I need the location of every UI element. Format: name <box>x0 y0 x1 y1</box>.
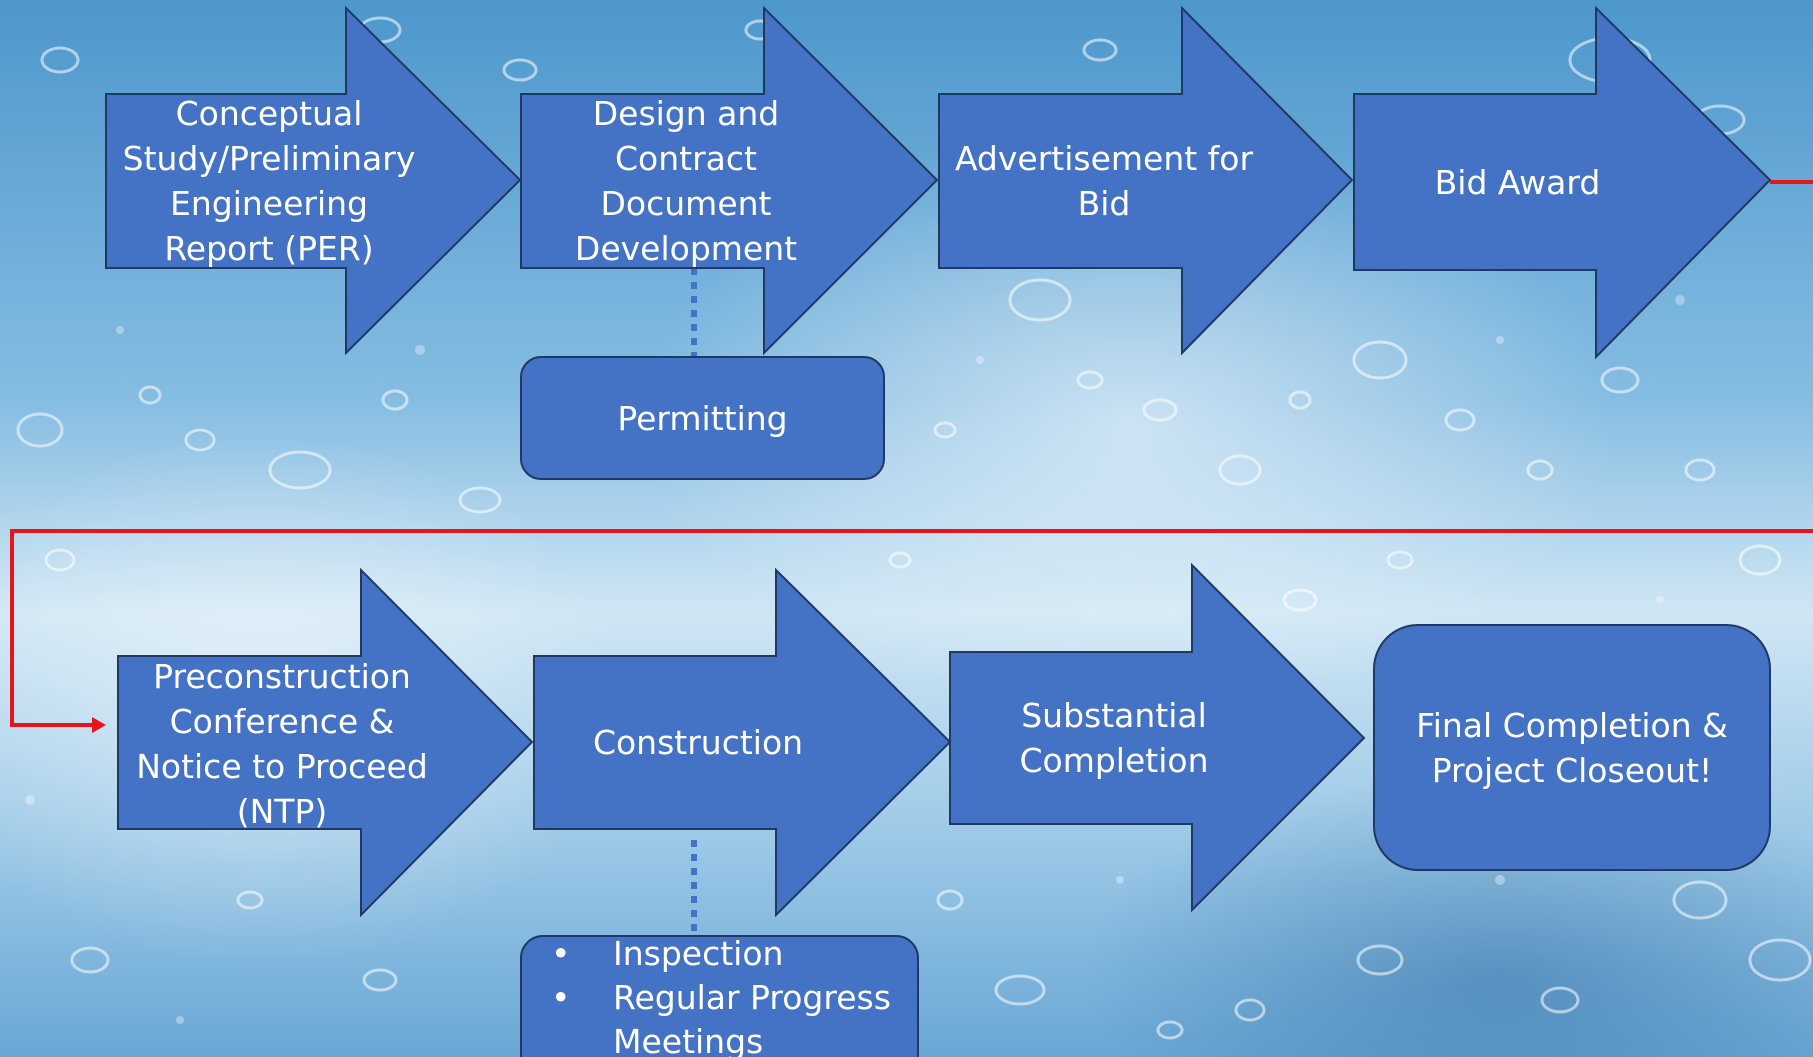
step-arrow-preconstruction <box>117 567 534 918</box>
final-completion-label: Final Completion & Project Closeout! <box>1416 705 1728 790</box>
step-label-substantial-completion: Substantial Completion <box>1019 696 1209 780</box>
step-label-preconstruction: Preconstruction Conference & Notice to P… <box>136 656 428 831</box>
step-label-construction: Construction <box>592 723 804 762</box>
final-completion-box-shape <box>1373 624 1771 871</box>
construction-task-item: Inspection <box>529 932 918 976</box>
step-arrow-design-contract <box>520 5 939 356</box>
construction-tasks-list: Inspection Regular Progress Meetings <box>529 932 918 1057</box>
step-label-bid-award: Bid Award <box>1434 162 1601 202</box>
step-arrow-substantial-completion <box>949 562 1366 913</box>
step-arrow-construction <box>533 567 952 918</box>
construction-task-item: Regular Progress Meetings <box>529 976 918 1057</box>
permitting-box-shape <box>520 356 885 480</box>
step-arrow-conceptual-study <box>105 5 522 356</box>
flow-arrowhead <box>92 717 106 733</box>
flow-return-line <box>10 529 1813 727</box>
step-arrow-bid-award <box>1353 5 1772 360</box>
permitting-label: Permitting <box>617 398 788 438</box>
step-arrow-advertisement <box>938 5 1354 356</box>
step-label-advertisement: Advertisement for Bid <box>954 139 1254 223</box>
step-label-conceptual-study: Conceptual Study/Preliminary Engineering… <box>122 94 416 268</box>
step-label-design-contract: Design and Contract Document Development <box>574 94 798 268</box>
